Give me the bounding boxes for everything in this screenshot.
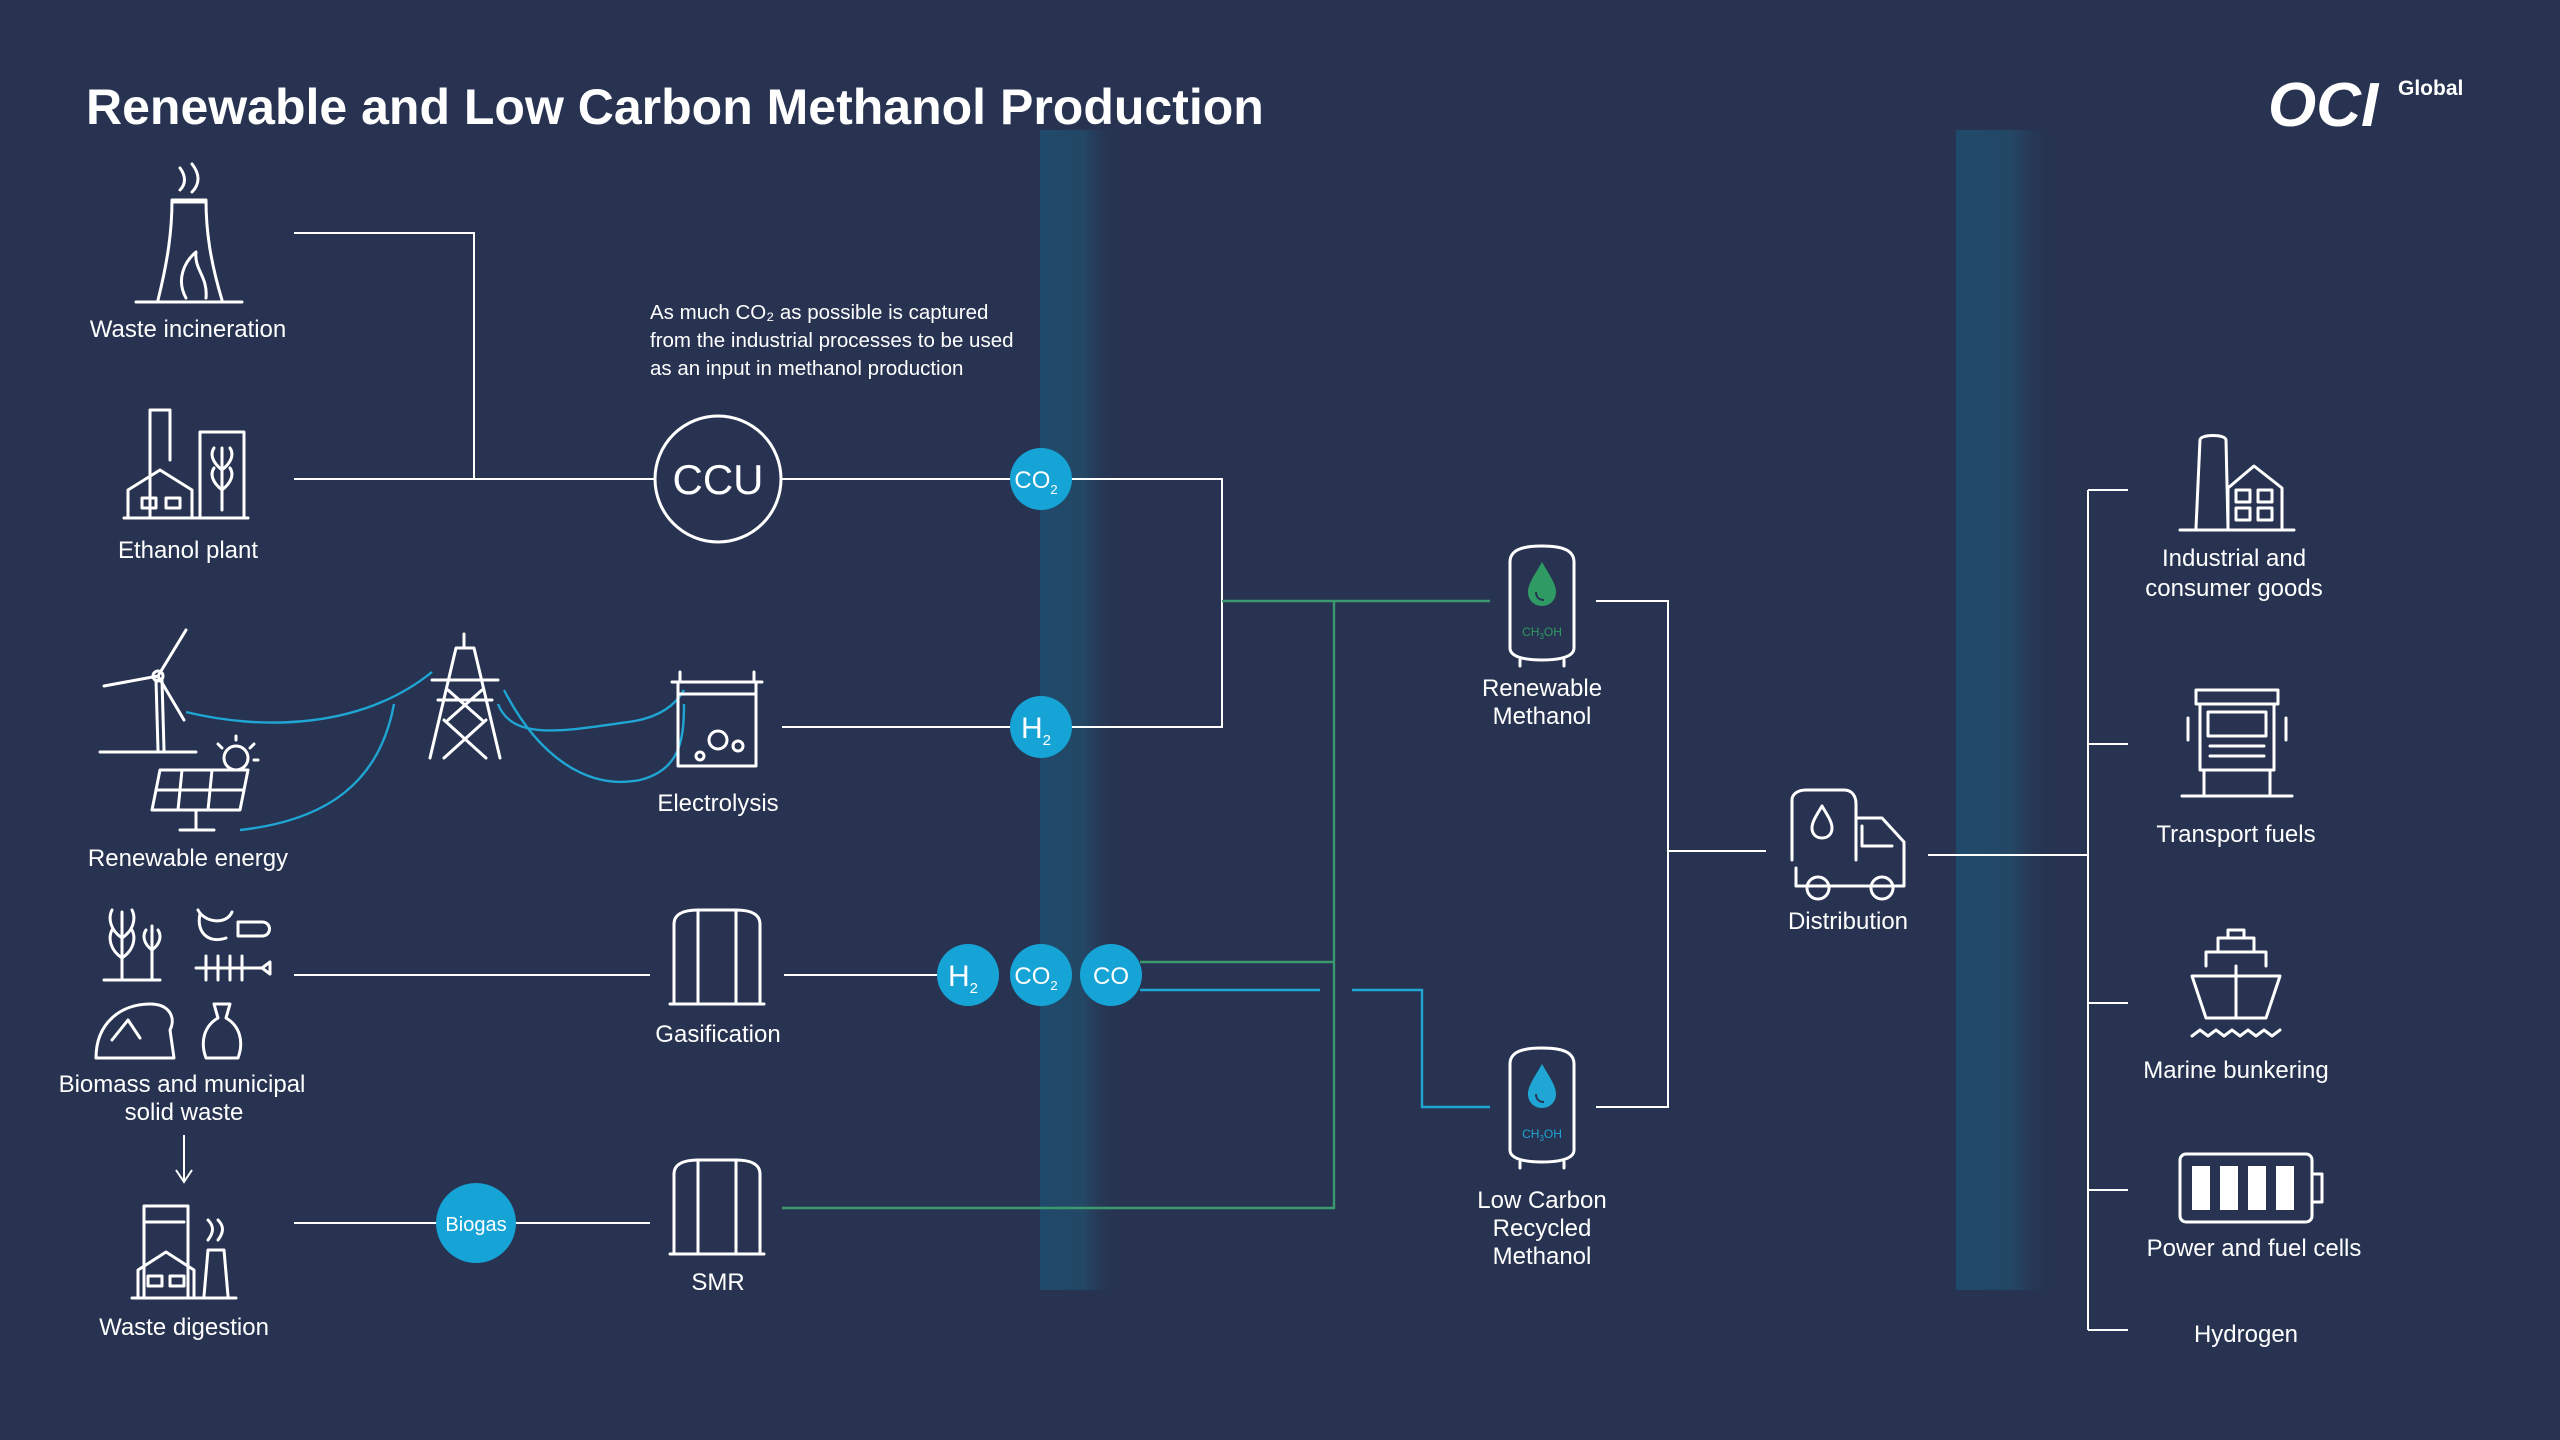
blue-drop-icon — [1528, 1064, 1556, 1108]
biomass-label-line-1: Biomass and municipal — [59, 1071, 306, 1098]
waste-incineration-label: Waste incineration — [90, 316, 287, 343]
waste-digestion-label: Waste digestion — [99, 1314, 269, 1341]
co2-bubble-ccu: CO2 — [1010, 448, 1072, 510]
biogas-label: Biogas — [445, 1214, 506, 1236]
hydrogen-label: Hydrogen — [2194, 1321, 2298, 1348]
tank-formula-end: OH — [1544, 1127, 1562, 1141]
smr-label: SMR — [691, 1269, 744, 1296]
ccu-label: CCU — [673, 456, 764, 503]
low-carbon-label-2: Recycled — [1493, 1215, 1592, 1242]
ethanol-plant-icon — [122, 408, 250, 520]
waste-digestion-icon — [130, 1204, 238, 1300]
distribution-truck-icon — [1790, 788, 1906, 901]
tank-formula-end: OH — [1544, 625, 1562, 639]
green-drop-icon — [1528, 562, 1556, 606]
co2-subscript: 2 — [1050, 978, 1057, 993]
logo-mark: OCI — [2268, 71, 2380, 140]
waste-incineration-icon — [134, 162, 244, 304]
page-title: Renewable and Low Carbon Methanol Produc… — [86, 79, 1264, 135]
smr-icon — [668, 1158, 766, 1256]
oci-global-logo: OCI Global — [2268, 71, 2463, 140]
biomass-waste-icon — [94, 908, 272, 1060]
ccu-node: CCU — [653, 414, 783, 544]
transport-fuels-label: Transport fuels — [2156, 821, 2315, 848]
logo-suffix: Global — [2398, 77, 2463, 100]
h2-subscript: 2 — [1043, 732, 1051, 749]
tank-formula-sub: 3 — [1539, 632, 1544, 641]
renewable-methanol-tank-icon: CH3OH — [1508, 544, 1576, 668]
tank-formula: CH — [1522, 625, 1539, 639]
gasification-label: Gasification — [655, 1021, 780, 1048]
ccu-note: As much CO₂ as possible is captured from… — [650, 301, 1014, 380]
ship-icon — [2190, 928, 2282, 1038]
h2-text: H — [1021, 712, 1043, 745]
battery-icon — [2178, 1152, 2324, 1224]
svg-text:CO2: CO2 — [1014, 467, 1057, 497]
renewable-energy-label: Renewable energy — [88, 845, 288, 872]
transmission-tower-icon — [428, 632, 502, 760]
factory-icon — [2178, 434, 2296, 532]
industrial-label-2: consumer goods — [2145, 575, 2322, 602]
co2-bubble-gasification: CO2 — [1010, 944, 1072, 1006]
low-carbon-label-1: Low Carbon — [1477, 1187, 1606, 1214]
white-connectors — [175, 232, 2128, 1331]
low-carbon-label-3: Methanol — [1493, 1243, 1592, 1270]
electrolysis-icon — [670, 670, 764, 768]
power-fuel-cells-label: Power and fuel cells — [2147, 1235, 2362, 1262]
co-text: CO — [1093, 963, 1129, 990]
renewable-methanol-label-1: Renewable — [1482, 675, 1602, 702]
gasification-icon — [668, 908, 766, 1006]
ethanol-plant-label: Ethanol plant — [118, 537, 258, 564]
co2-text: CO — [1014, 963, 1050, 990]
co-bubble-gasification: CO — [1080, 944, 1142, 1006]
bus-truck-icon — [2180, 688, 2294, 798]
blue-connectors — [1140, 988, 1490, 1109]
tank-formula-sub: 3 — [1539, 1134, 1544, 1143]
green-connectors — [782, 599, 1490, 1210]
note-line-2: from the industrial processes to be used — [650, 329, 1014, 352]
background-band-right — [1956, 130, 2056, 1290]
h2-subscript: 2 — [970, 980, 978, 997]
tank-formula: CH — [1522, 1127, 1539, 1141]
biogas-bubble: Biogas — [436, 1183, 516, 1263]
note-line-3: as an input in methanol production — [650, 357, 963, 380]
renewable-methanol-label-2: Methanol — [1493, 703, 1592, 730]
h2-bubble-electrolysis: H2 — [1010, 696, 1072, 758]
svg-text:CH3OH: CH3OH — [1522, 625, 1562, 641]
electrolysis-label: Electrolysis — [657, 790, 778, 817]
distribution-label: Distribution — [1788, 908, 1908, 935]
note-line-1: As much CO₂ as possible is captured — [650, 301, 988, 324]
biomass-label-line-2: solid waste — [125, 1099, 244, 1126]
svg-text:H2: H2 — [948, 960, 978, 997]
industrial-label-1: Industrial and — [2162, 545, 2306, 572]
co2-text: CO — [1014, 467, 1050, 494]
power-lines — [185, 671, 686, 832]
svg-text:CH3OH: CH3OH — [1522, 1127, 1562, 1143]
svg-text:CO2: CO2 — [1014, 963, 1057, 993]
co2-subscript: 2 — [1050, 482, 1057, 497]
renewable-energy-icon — [98, 628, 260, 832]
marine-bunkering-label: Marine bunkering — [2143, 1057, 2328, 1084]
h2-text: H — [948, 960, 970, 993]
h2-bubble-gasification: H2 — [937, 944, 999, 1006]
svg-text:H2: H2 — [1021, 712, 1051, 749]
low-carbon-methanol-tank-icon: CH3OH — [1508, 1046, 1576, 1170]
